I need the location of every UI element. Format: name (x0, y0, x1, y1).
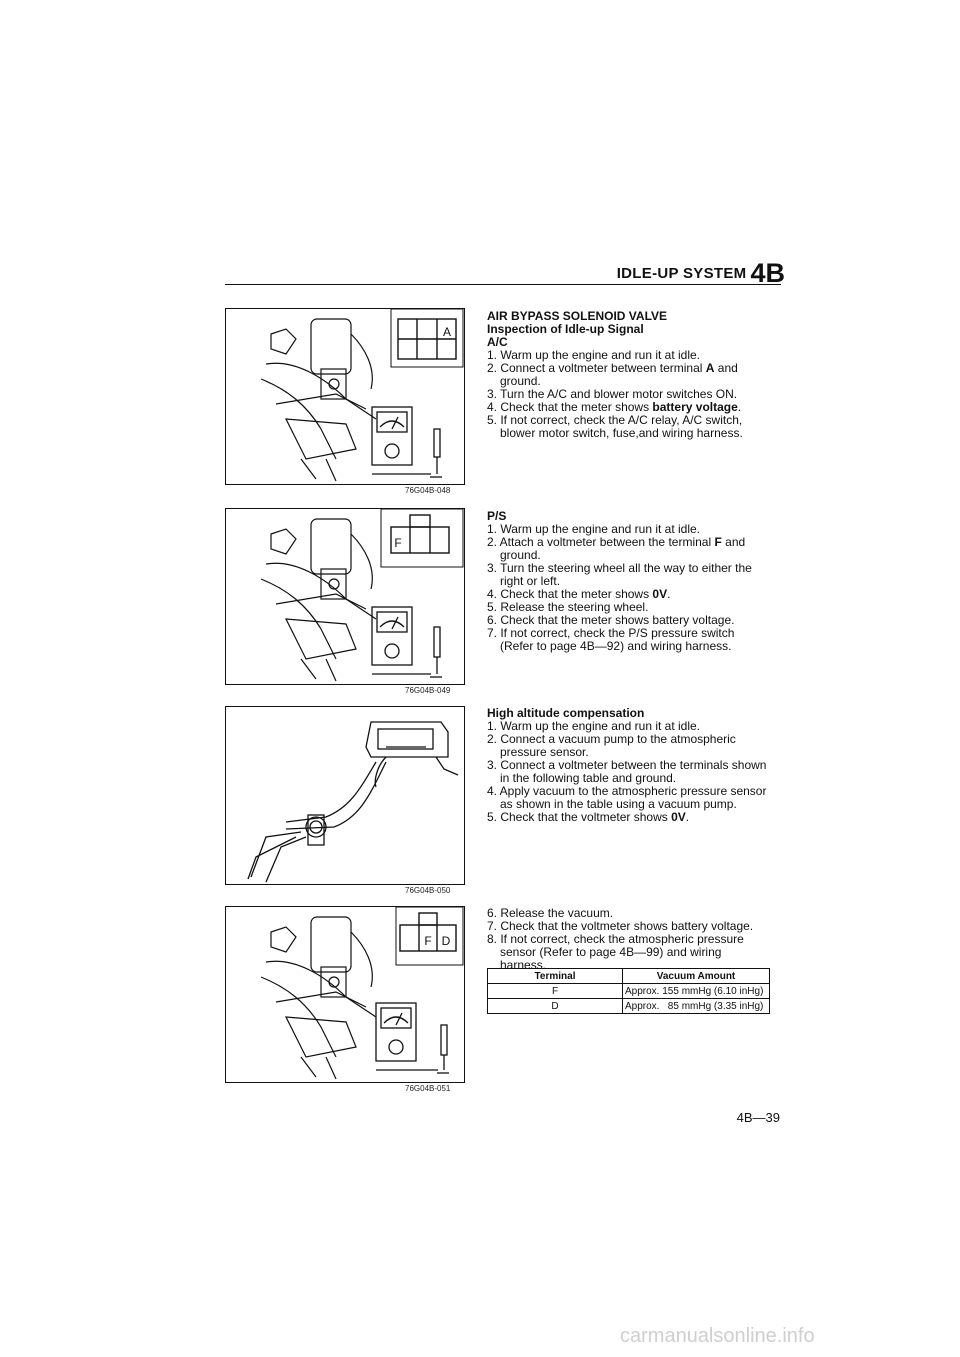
table-cell: Approx. 85 mmHg (3.35 inHg) (622, 998, 770, 1014)
figure-code: 76G04B-048 (405, 486, 451, 495)
step: 2. Attach a voltmeter between the termin… (487, 535, 746, 562)
column-header: Vacuum Amount (622, 968, 770, 984)
step: 2. Connect a voltmeter between terminal … (487, 361, 738, 388)
step: 1. Warm up the engine and run it at idle… (487, 522, 701, 536)
step: 2. Connect a vacuum pump to the atmosphe… (487, 732, 736, 759)
section-continued: 6. Release the vacuum. 7. Check that the… (487, 907, 770, 972)
step: 7. If not correct, check the P/S pressur… (487, 626, 735, 653)
subsection-heading: Inspection of Idle-up Signal (487, 322, 644, 336)
terminal-label: D (442, 934, 451, 948)
page-number: 4B—39 (736, 1110, 780, 1125)
figure-code: 76G04B-050 (405, 886, 451, 895)
subsection-heading: P/S (487, 509, 507, 523)
section-title: IDLE-UP SYSTEM (616, 265, 747, 282)
figure-vacuum-pump (225, 706, 465, 885)
figure-code: 76G04B-051 (405, 1084, 451, 1093)
step: 7. Check that the voltmeter shows batter… (487, 919, 754, 933)
section-number: 4B (750, 258, 785, 288)
terminal-label: A (443, 325, 451, 339)
column-header: Terminal (487, 968, 623, 984)
subsection-heading: High altitude compensation (487, 706, 645, 720)
subsection-heading: A/C (487, 335, 508, 349)
step: 4. Apply vacuum to the atmospheric press… (487, 784, 767, 811)
figure-ps-voltmeter: F (225, 508, 465, 685)
terminal-label: F (394, 536, 401, 550)
step: 3. Connect a voltmeter between the termi… (487, 758, 767, 785)
step: 5. If not correct, check the A/C relay, … (487, 413, 743, 440)
step: 1. Warm up the engine and run it at idle… (487, 719, 701, 733)
watermark: carmanualsonline.info (620, 1325, 815, 1347)
step: 3. Turn the A/C and blower motor switche… (487, 387, 738, 401)
engine-voltmeter-illustration: A (260, 308, 464, 482)
section-ac: AIR BYPASS SOLENOID VALVE Inspection of … (487, 310, 770, 440)
step: 4. Check that the meter shows 0V. (487, 587, 671, 601)
table-cell: F (487, 983, 623, 999)
section-ps: P/S 1. Warm up the engine and run it at … (487, 510, 770, 653)
header-rule (225, 284, 781, 285)
step: 5. Release the steering wheel. (487, 600, 649, 614)
step: 8. If not correct, check the atmospheric… (487, 932, 744, 972)
step: 5. Check that the voltmeter shows 0V. (487, 810, 690, 824)
table-row: F Approx. 155 mmHg (6.10 inHg) (487, 983, 770, 999)
step: 4. Check that the meter shows battery vo… (487, 400, 742, 414)
step: 3. Turn the steering wheel all the way t… (487, 561, 752, 588)
figure-hac-voltmeter: F D (225, 906, 465, 1083)
table-cell: Approx. 155 mmHg (6.10 inHg) (622, 983, 770, 999)
step: 6. Release the vacuum. (487, 906, 614, 920)
table-row: D Approx. 85 mmHg (3.35 inHg) (487, 998, 770, 1014)
figure-ac-voltmeter: A (225, 308, 465, 485)
vacuum-table-container: Terminal Vacuum Amount F Approx. 155 mmH… (487, 968, 770, 1014)
step: 6. Check that the meter shows battery vo… (487, 613, 735, 627)
table-header-row: Terminal Vacuum Amount (487, 968, 770, 984)
engine-voltmeter-illustration: F D (260, 906, 464, 1080)
terminal-label: F (424, 934, 431, 948)
vacuum-pump-illustration (247, 721, 459, 883)
section-heading: AIR BYPASS SOLENOID VALVE (487, 309, 668, 323)
vacuum-table: Terminal Vacuum Amount F Approx. 155 mmH… (487, 968, 770, 1014)
engine-voltmeter-illustration: F (260, 508, 464, 682)
step: 1. Warm up the engine and run it at idle… (487, 348, 701, 362)
figure-code: 76G04B-049 (405, 686, 451, 695)
section-high-altitude: High altitude compensation 1. Warm up th… (487, 707, 770, 824)
table-cell: D (487, 998, 623, 1014)
